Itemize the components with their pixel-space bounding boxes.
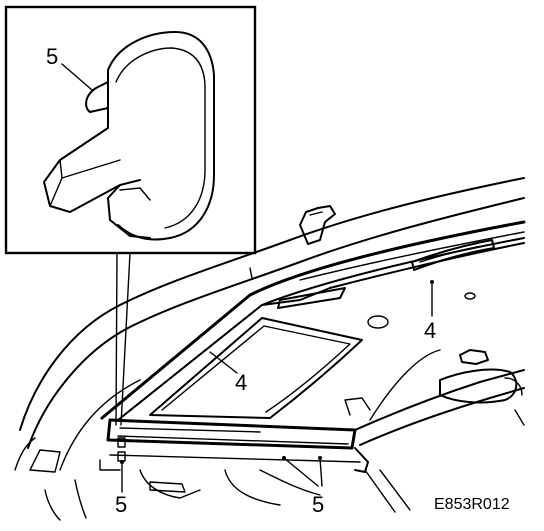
inset-pointer — [115, 252, 131, 426]
callout-trim-lower-4: 4 — [235, 370, 247, 395]
callout-bottom-right-5: 5 — [312, 492, 324, 517]
callout-inset-5: 5 — [46, 44, 58, 69]
clip-detail-inset — [4, 5, 257, 255]
callout-trim-upper-4: 4 — [424, 318, 436, 343]
figure-reference-code: E853R012 — [434, 496, 510, 513]
interior-trim-drawing — [14, 177, 526, 521]
leader-lines — [120, 280, 434, 493]
callout-bottom-left-5: 5 — [115, 492, 127, 517]
